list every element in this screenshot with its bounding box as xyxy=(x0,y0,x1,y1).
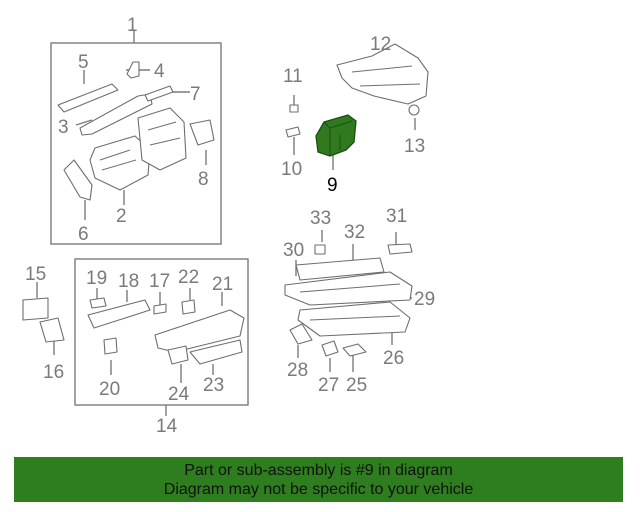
callout-13: 13 xyxy=(404,136,425,157)
part-10-bolt xyxy=(285,126,301,138)
part-33-clip xyxy=(314,244,326,255)
callout-22: 22 xyxy=(178,267,199,288)
callout-3: 3 xyxy=(58,117,69,138)
callout-16: 16 xyxy=(43,362,64,383)
callout-23: 23 xyxy=(203,375,224,396)
part-20-bracket xyxy=(103,337,118,355)
part-28-bracket xyxy=(289,323,313,345)
callout-10: 10 xyxy=(281,159,302,180)
part-2-apron xyxy=(89,135,151,191)
part-6-plate xyxy=(63,159,93,201)
part-26-panel xyxy=(297,301,411,337)
callout-1: 1 xyxy=(127,15,138,36)
info-banner: Part or sub-assembly is #9 in diagram Di… xyxy=(14,457,623,502)
part-17-clip xyxy=(153,303,167,315)
part-16-plate xyxy=(39,317,65,343)
part-18-rail xyxy=(87,299,151,329)
part-23-rail xyxy=(189,339,243,365)
banner-line-1: Part or sub-assembly is #9 in diagram xyxy=(184,461,453,479)
part-24-bracket xyxy=(167,345,189,365)
callout-21: 21 xyxy=(212,274,233,295)
part-7-bracket xyxy=(144,85,174,102)
callout-6: 6 xyxy=(78,224,89,245)
banner-line-2: Diagram may not be specific to your vehi… xyxy=(163,480,474,498)
callout-17: 17 xyxy=(149,271,170,292)
callout-31: 31 xyxy=(386,206,407,227)
part-25-bracket xyxy=(342,343,367,357)
callout-29: 29 xyxy=(414,289,435,310)
callout-12: 12 xyxy=(370,34,391,55)
callout-8: 8 xyxy=(198,169,209,190)
part-9-highlighted xyxy=(315,114,357,157)
callout-24: 24 xyxy=(168,384,190,405)
part-19-clip xyxy=(89,297,107,309)
part-drawings xyxy=(22,43,429,365)
part-13-clip xyxy=(408,104,420,116)
callout-11: 11 xyxy=(283,66,303,87)
callout-labels: 1 2 3 4 5 6 7 8 9 10 11 12 13 14 15 16 1… xyxy=(25,15,435,437)
part-8-bracket xyxy=(189,119,215,146)
part-11-bolt xyxy=(289,104,299,113)
callout-28: 28 xyxy=(287,360,308,381)
callout-2: 2 xyxy=(116,206,127,227)
callout-15: 15 xyxy=(25,264,46,285)
callout-9-highlighted: 9 xyxy=(327,175,338,196)
callout-5: 5 xyxy=(78,52,89,73)
callout-19: 19 xyxy=(86,268,107,289)
callout-25: 25 xyxy=(346,375,367,396)
callout-27: 27 xyxy=(318,375,339,396)
callout-20: 20 xyxy=(99,379,120,400)
callout-32: 32 xyxy=(344,222,365,243)
group-box-14 xyxy=(74,258,249,406)
part-12-panel xyxy=(336,43,429,105)
part-3-rail xyxy=(79,93,153,136)
part-27-bracket xyxy=(321,340,339,357)
part-4-bracket xyxy=(126,61,140,79)
callout-30: 30 xyxy=(283,240,304,261)
part-15-plate xyxy=(22,297,49,321)
callout-33: 33 xyxy=(310,208,331,229)
callout-18: 18 xyxy=(118,271,139,292)
part-apron-upper xyxy=(137,107,187,171)
part-31-bracket xyxy=(387,243,413,255)
part-21-rail xyxy=(154,309,245,353)
part-22-clip xyxy=(181,299,196,315)
group-box-1 xyxy=(50,42,222,245)
callout-4: 4 xyxy=(154,61,165,82)
callout-7: 7 xyxy=(190,84,201,105)
callout-14: 14 xyxy=(156,416,178,437)
part-32-panel xyxy=(295,257,385,281)
part-5-rail xyxy=(57,83,119,113)
callout-26: 26 xyxy=(383,348,404,369)
